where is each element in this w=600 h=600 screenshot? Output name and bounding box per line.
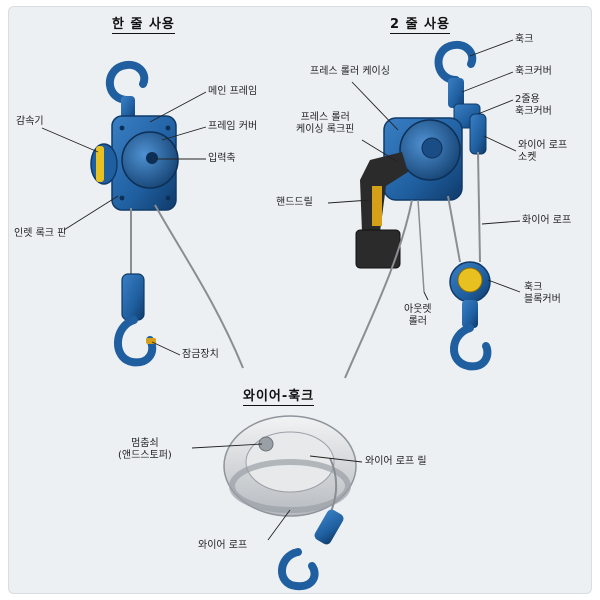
label-wire-rope-reel: 와이어 로프 릴 bbox=[365, 456, 427, 467]
single-loose-wire bbox=[154, 204, 244, 369]
single-input-shaft bbox=[146, 152, 158, 164]
label-frame-cover: 프레임 커버 bbox=[208, 121, 258, 132]
single-top-hook bbox=[105, 60, 149, 104]
label-wire-rope-socket: 와이어 로프 소켓 bbox=[518, 140, 568, 163]
double-wire-socket bbox=[469, 113, 487, 155]
label-main-frame: 메인 프레임 bbox=[208, 86, 258, 97]
label-wire-rope-bottom: 와이어 로프 bbox=[198, 540, 248, 551]
hook-block-stem bbox=[462, 300, 478, 328]
single-reducer-band bbox=[96, 146, 104, 182]
label-hand-drill: 핸드드릴 bbox=[276, 197, 313, 208]
double-wire-right bbox=[477, 151, 481, 263]
title-wire-hook: 와이어-훅크 bbox=[243, 385, 315, 406]
label-input-shaft: 입력축 bbox=[208, 153, 236, 164]
single-bottom-block bbox=[121, 273, 145, 321]
wire-hook-reel-assembly bbox=[223, 415, 357, 591]
hand-drill-trim bbox=[372, 186, 382, 226]
reel-hook bbox=[278, 548, 319, 591]
hand-drill-battery bbox=[355, 229, 401, 269]
title-single-line: 한 줄 사용 bbox=[112, 13, 175, 34]
label-stopper: 멈춤쇠 (앤드스토퍼) bbox=[118, 438, 172, 461]
single-bottom-hook bbox=[114, 316, 157, 367]
reel-socket bbox=[314, 509, 344, 545]
label-hook: 훅크 bbox=[515, 34, 534, 45]
label-latch: 잠금장치 bbox=[182, 349, 219, 360]
label-inlet-hook-pin: 인렛 록크 핀 bbox=[14, 228, 67, 239]
double-top-hook bbox=[434, 40, 477, 84]
label-reducer: 감속기 bbox=[16, 116, 44, 127]
double-hook-cover bbox=[448, 78, 464, 108]
label-hook-block-cover: 훅크 블록커버 bbox=[524, 282, 561, 305]
label-double-hook-cover: 2줄용 훅크커버 bbox=[515, 94, 552, 117]
label-hook-cover: 훅크커버 bbox=[515, 66, 552, 77]
double-casing-hub bbox=[421, 137, 443, 159]
label-outlet-roller: 아웃렛 롤러 bbox=[404, 304, 432, 327]
hook-block-cover bbox=[457, 267, 483, 293]
label-wire-rope-right: 화이어 로프 bbox=[522, 215, 572, 226]
double-loose-wire bbox=[344, 199, 413, 379]
label-press-roller-lock-pin: 프레스 롤러 케이싱 록크핀 bbox=[296, 112, 355, 135]
double-wire-left bbox=[447, 195, 461, 263]
double-bottom-hook bbox=[450, 324, 492, 371]
single-bolts bbox=[119, 125, 171, 201]
outlet-roller-wire bbox=[417, 199, 425, 293]
title-double-line: 2 줄 사용 bbox=[390, 13, 450, 34]
label-press-roller-casing: 프레스 롤러 케이싱 bbox=[310, 66, 390, 77]
double-line-hoist bbox=[344, 40, 492, 379]
leader-lines bbox=[41, 39, 521, 541]
single-line-hoist bbox=[90, 60, 244, 369]
